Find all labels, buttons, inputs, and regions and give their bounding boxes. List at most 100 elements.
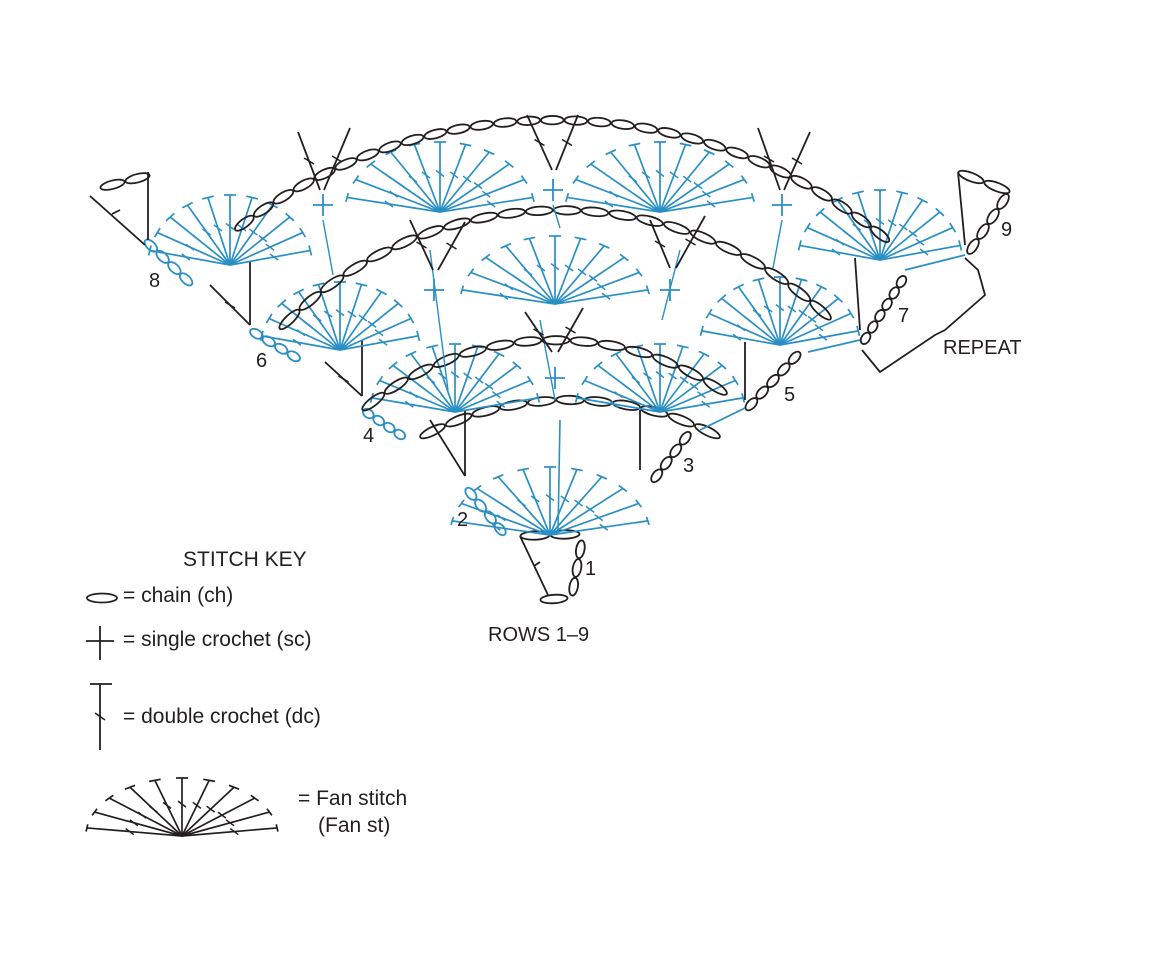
fan-tick bbox=[409, 391, 419, 399]
fan-spoke bbox=[659, 196, 754, 213]
fan-tick bbox=[842, 230, 852, 238]
fan-tick bbox=[512, 274, 522, 282]
chain-stitch bbox=[234, 214, 255, 232]
chain-stitch bbox=[143, 238, 159, 253]
row-2-fan bbox=[450, 466, 650, 536]
fan-top-bar bbox=[741, 392, 746, 403]
row-5-dc-c bbox=[524, 311, 553, 353]
fan-spoke bbox=[549, 520, 648, 536]
fan-top-bar bbox=[958, 240, 963, 251]
fan-tick bbox=[798, 309, 808, 317]
fan-top-bar bbox=[275, 824, 279, 832]
chain-stitch bbox=[624, 345, 654, 359]
fan-top-bar bbox=[610, 350, 622, 358]
row-label-8: 8 bbox=[149, 270, 161, 292]
chain-stitch bbox=[568, 576, 579, 597]
chain-stitch bbox=[635, 214, 664, 227]
chain-stitch bbox=[610, 119, 635, 130]
fan-tick bbox=[185, 243, 195, 251]
chain-stitch bbox=[580, 206, 610, 218]
fan-top-bar bbox=[352, 175, 360, 184]
chain-stitch bbox=[976, 223, 990, 240]
fan-tick bbox=[669, 171, 679, 179]
chain-stitch bbox=[356, 148, 380, 162]
fan-top-bar bbox=[366, 160, 376, 168]
fan-spoke bbox=[659, 364, 723, 413]
fan-top-bar bbox=[500, 242, 512, 249]
row-4-connector bbox=[539, 319, 556, 401]
fan-tick bbox=[181, 253, 191, 261]
fan-top-bar bbox=[355, 282, 368, 287]
chain-stitch bbox=[888, 286, 901, 300]
fan-tick bbox=[818, 333, 828, 341]
chain-stitch bbox=[383, 376, 409, 395]
fan-spoke bbox=[470, 271, 556, 305]
fan-tick bbox=[617, 182, 627, 190]
fan-spoke bbox=[659, 346, 684, 413]
fan-top-bar bbox=[405, 350, 417, 358]
fan-top-bar bbox=[345, 192, 350, 203]
fan-tick bbox=[752, 309, 762, 317]
fan-tick bbox=[887, 219, 897, 227]
chain-stitch bbox=[400, 133, 425, 147]
fan-tick bbox=[655, 371, 665, 379]
chain-stitch bbox=[680, 132, 705, 145]
fan-top-bar bbox=[815, 207, 825, 217]
chain-stitch bbox=[393, 428, 407, 441]
fan-spoke bbox=[181, 811, 270, 837]
chain-stitch bbox=[458, 345, 487, 358]
fan-spoke bbox=[779, 286, 823, 346]
chain-stitch bbox=[372, 414, 386, 427]
fan-top-bar bbox=[935, 207, 945, 217]
chain-stitch bbox=[361, 391, 386, 412]
chain-stitch bbox=[493, 522, 507, 537]
row-6-fan-center bbox=[460, 235, 650, 305]
fan-tick bbox=[404, 400, 414, 408]
fan-top-bar bbox=[645, 285, 650, 295]
row-label-9: 9 bbox=[1001, 219, 1013, 241]
fan-spoke bbox=[229, 216, 291, 266]
fan-spoke bbox=[610, 151, 661, 213]
fan-spoke bbox=[779, 330, 859, 346]
fan-top-bar bbox=[581, 375, 589, 386]
fan-top-bar bbox=[265, 313, 273, 324]
fan-tick bbox=[736, 324, 746, 332]
fan-tick bbox=[701, 190, 711, 198]
fan-spoke bbox=[439, 151, 490, 213]
fan-tick bbox=[486, 200, 496, 208]
fan-top-bar bbox=[277, 299, 287, 308]
fan-tick bbox=[397, 182, 407, 190]
fan-tick bbox=[426, 376, 436, 384]
row-9-tick-a bbox=[111, 209, 121, 215]
fan-tick bbox=[421, 171, 431, 179]
chain-stitch bbox=[167, 261, 182, 276]
fan-spoke bbox=[339, 291, 383, 351]
fan-top-bar bbox=[504, 160, 514, 168]
fan-tick bbox=[679, 376, 689, 384]
chain-stitch bbox=[497, 207, 526, 219]
fan-spoke bbox=[355, 178, 441, 213]
chain-stitch bbox=[423, 128, 448, 140]
fan-spoke bbox=[229, 197, 253, 266]
chain-stitch bbox=[787, 282, 812, 303]
fan-top-bar bbox=[467, 268, 475, 277]
fan-tick bbox=[604, 200, 614, 208]
fan-spoke bbox=[836, 199, 881, 261]
chain-stitch bbox=[669, 443, 683, 459]
row-3-chain-edge bbox=[650, 430, 692, 484]
chain-stitch bbox=[432, 352, 460, 368]
row-6-connector-right bbox=[661, 249, 681, 321]
chain-stitch bbox=[541, 335, 571, 346]
fan-spoke bbox=[181, 797, 256, 837]
row-9-dc-i bbox=[957, 171, 966, 246]
fan-spoke bbox=[879, 192, 903, 261]
chain-stitch bbox=[292, 177, 315, 193]
repeat-bracket bbox=[861, 257, 987, 374]
fan-spoke bbox=[549, 502, 639, 536]
fan-tick bbox=[435, 169, 445, 178]
fan-tick bbox=[706, 200, 716, 208]
chain-stitch bbox=[650, 468, 664, 484]
fan-top-bar bbox=[246, 195, 259, 200]
row-1-chain-base bbox=[539, 593, 569, 605]
fan-tick bbox=[225, 819, 235, 827]
